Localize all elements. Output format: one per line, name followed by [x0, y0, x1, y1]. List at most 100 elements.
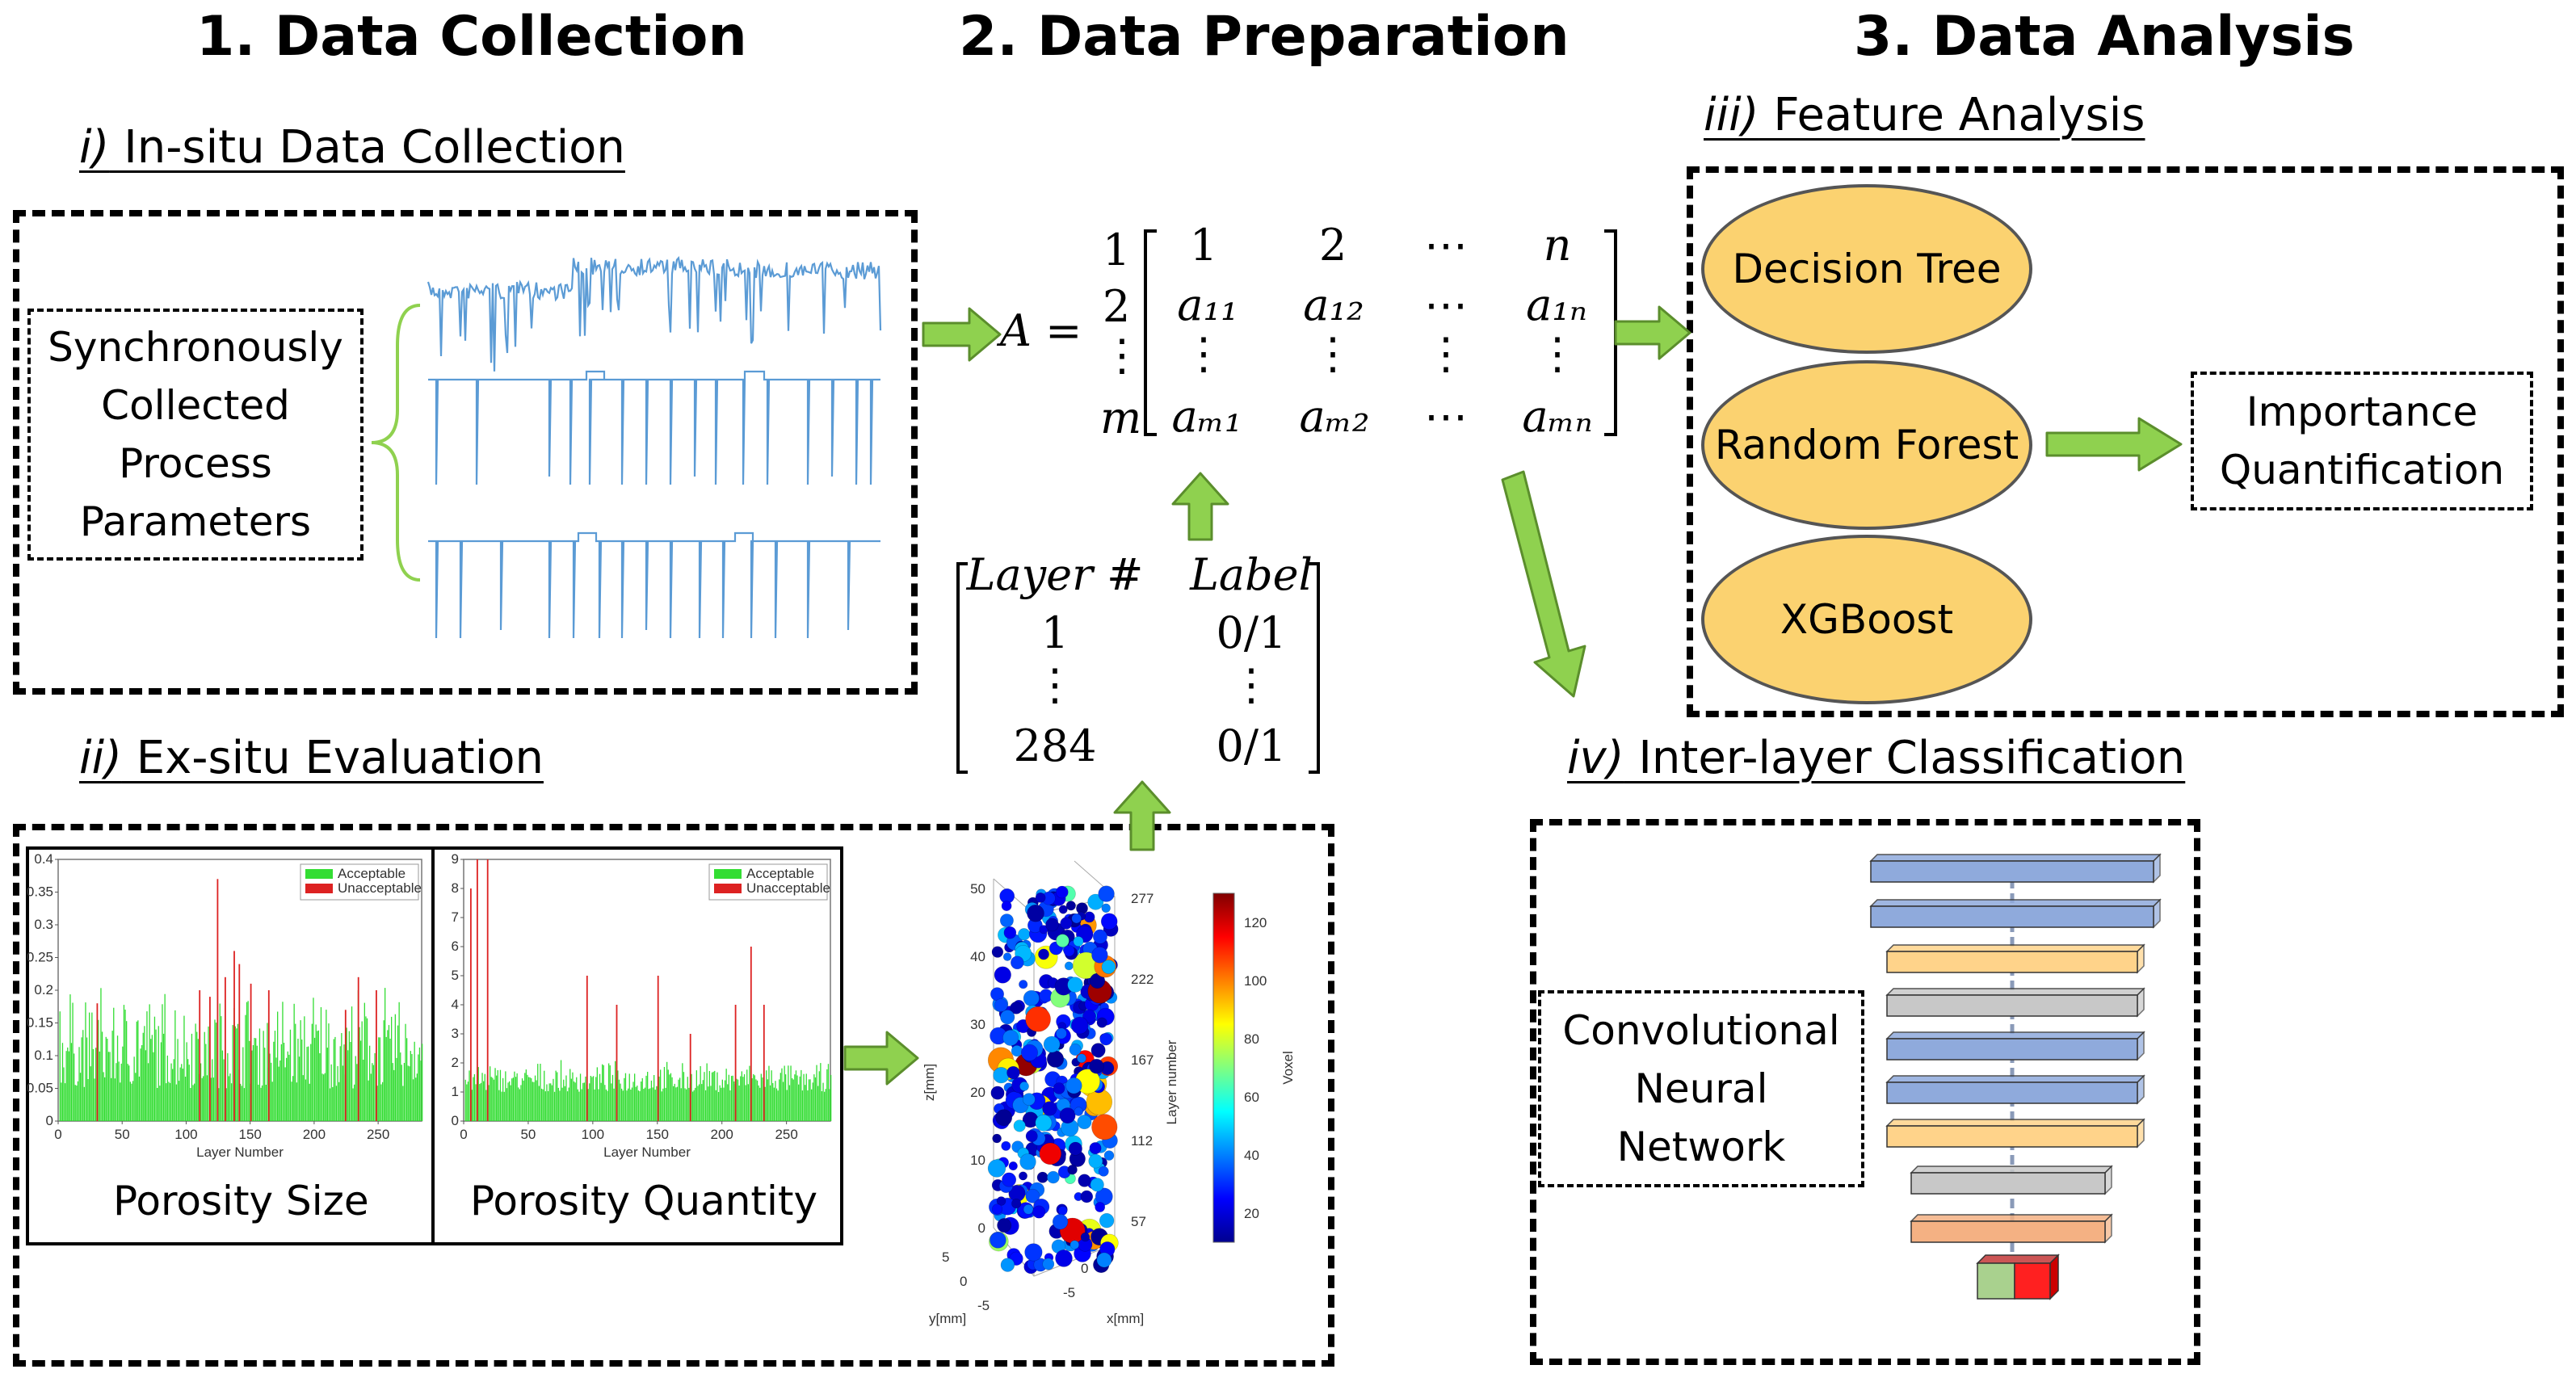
- y-tick-label: 6: [452, 939, 459, 954]
- bar-acceptable: [749, 1065, 750, 1121]
- scatter-point: [996, 1196, 1006, 1206]
- bar-acceptable: [174, 1010, 176, 1121]
- bar-acceptable: [183, 1015, 185, 1121]
- bar-acceptable: [365, 1016, 367, 1121]
- scatter-point: [1063, 945, 1075, 957]
- scatter-point: [1080, 1232, 1090, 1242]
- scatter-point: [1060, 917, 1073, 930]
- bar-acceptable: [175, 1084, 178, 1121]
- bar-acceptable: [396, 1057, 397, 1121]
- bar-acceptable: [576, 1077, 578, 1121]
- x-tick-label: 100: [582, 1127, 604, 1142]
- scatter-point: [1025, 1006, 1051, 1032]
- colorbar-tick-label: 40: [1244, 1148, 1259, 1163]
- model-decision-tree: Decision Tree: [1701, 184, 2032, 354]
- colorbar-tick-label: 120: [1244, 915, 1267, 930]
- bar-acceptable: [111, 1031, 113, 1121]
- y-tick-label: 0.2: [34, 982, 53, 998]
- bar-acceptable: [210, 1077, 212, 1121]
- bar-acceptable: [341, 1033, 342, 1121]
- bar-acceptable: [824, 1091, 826, 1121]
- scatter-point: [1011, 1199, 1022, 1209]
- bar-acceptable: [790, 1065, 792, 1121]
- bar-acceptable: [247, 1001, 249, 1121]
- bar-acceptable: [826, 1069, 828, 1121]
- label-matrix-header-layer: Layer #: [966, 549, 1144, 600]
- bar-acceptable: [94, 1078, 95, 1121]
- bar-acceptable: [803, 1073, 805, 1121]
- z-tick-label: 0: [978, 1220, 985, 1236]
- bar-acceptable: [762, 1077, 763, 1121]
- layer-tick-label: 277: [1131, 891, 1154, 906]
- x-tick-label: 0: [1081, 1261, 1088, 1276]
- bar-acceptable: [708, 1071, 710, 1121]
- bar-acceptable: [768, 1065, 770, 1121]
- bar-acceptable: [676, 1086, 679, 1121]
- bar-acceptable: [147, 1063, 149, 1121]
- bar-acceptable: [387, 1030, 389, 1121]
- bar-acceptable: [76, 1086, 78, 1121]
- bar-unacceptable: [750, 947, 752, 1121]
- scatter-point: [1052, 1214, 1069, 1230]
- bar-acceptable: [126, 1021, 128, 1121]
- scatter-point: [994, 966, 1011, 984]
- bar-acceptable: [118, 1061, 120, 1121]
- bar-acceptable: [775, 1088, 778, 1121]
- bar-acceptable: [533, 1082, 535, 1121]
- bar-acceptable: [754, 1075, 755, 1121]
- bar-unacceptable: [238, 964, 241, 1121]
- x-tick-label: 50: [115, 1127, 130, 1142]
- bar-acceptable: [502, 1077, 504, 1121]
- bar-unacceptable: [267, 990, 270, 1121]
- bar-acceptable: [83, 1086, 85, 1121]
- bar-acceptable: [740, 1076, 742, 1121]
- bar-acceptable: [383, 1020, 385, 1121]
- bar-acceptable: [591, 1077, 593, 1121]
- scatter-point: [1024, 1243, 1043, 1262]
- bar-acceptable: [488, 1085, 490, 1121]
- bar-acceptable: [196, 1031, 198, 1121]
- y-tick-label: 0.35: [27, 884, 53, 900]
- bar-acceptable: [626, 1090, 628, 1121]
- bar-acceptable: [782, 1082, 784, 1121]
- bar-acceptable: [347, 1050, 349, 1121]
- bar-acceptable: [69, 994, 71, 1121]
- scatter-point: [990, 1086, 1005, 1100]
- bar-acceptable: [184, 1077, 187, 1121]
- bar-acceptable: [698, 1084, 700, 1121]
- bar-acceptable: [150, 1039, 152, 1121]
- bar-acceptable: [332, 1086, 334, 1121]
- bar-acceptable: [570, 1078, 572, 1121]
- cnn-layer: [1885, 1074, 2145, 1105]
- label-matrix-row1-label: 0/1: [1216, 607, 1287, 658]
- bar-acceptable: [820, 1063, 822, 1121]
- bar-acceptable: [179, 1067, 181, 1121]
- bar-unacceptable: [199, 990, 201, 1121]
- bar-acceptable: [90, 1066, 91, 1121]
- matrix-row2-dots: ⋯: [1424, 279, 1468, 330]
- bar-acceptable: [227, 1052, 229, 1121]
- bar-acceptable: [100, 988, 102, 1121]
- bar-acceptable: [799, 1076, 801, 1121]
- importance-quantification-box: Importance Quantification: [2191, 372, 2533, 510]
- bar-acceptable: [98, 1019, 99, 1121]
- scatter-point: [1100, 913, 1118, 930]
- bar-acceptable: [107, 1052, 110, 1121]
- bar-acceptable: [359, 1040, 362, 1121]
- bar-acceptable: [205, 1044, 207, 1121]
- bar-acceptable: [133, 1056, 135, 1121]
- bar-acceptable: [550, 1083, 552, 1121]
- bar-acceptable: [736, 1078, 738, 1121]
- bar-acceptable: [334, 1036, 336, 1121]
- bar-acceptable: [501, 1091, 502, 1121]
- bar-acceptable: [246, 1002, 248, 1121]
- bar-acceptable: [753, 1073, 754, 1121]
- bar-acceptable: [546, 1084, 548, 1121]
- porosity-quantity-caption: Porosity Quantity: [470, 1178, 818, 1224]
- subhead-interlayer-classification: iv) Inter-layer Classification: [1567, 732, 2186, 784]
- bar-acceptable: [249, 1040, 250, 1121]
- bar-acceptable: [811, 1089, 813, 1121]
- layer-axis-label: Layer number: [1164, 1040, 1179, 1124]
- bar-acceptable: [181, 1064, 183, 1121]
- scatter-point: [1074, 1107, 1084, 1116]
